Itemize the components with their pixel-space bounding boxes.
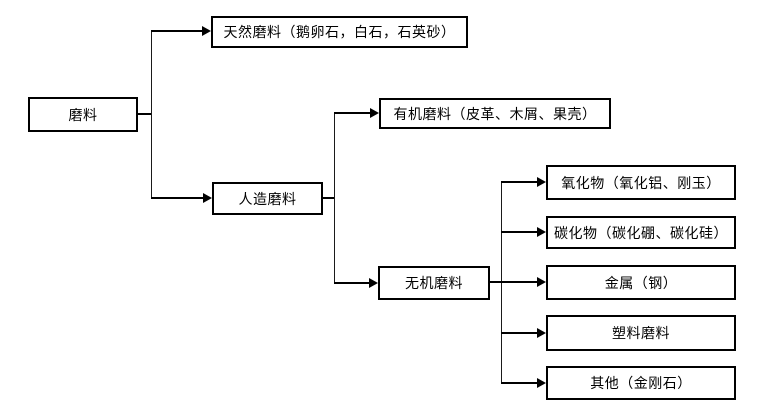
node-label: 塑料磨料 <box>612 327 670 342</box>
node-abrasive-root: 磨料 <box>28 97 138 132</box>
arrowhead-to-organic <box>370 108 379 118</box>
connector-to-inorganic-line <box>334 282 370 284</box>
connector-to-artificial-line <box>151 197 204 199</box>
node-label: 氧化物（氧化铝、刚玉） <box>561 176 721 192</box>
arrowhead-to-plastic <box>537 328 546 338</box>
node-label: 有机磨料（皮革、木屑、果壳） <box>393 107 597 123</box>
arrowhead-to-metal <box>537 277 546 287</box>
connector-to-other-line <box>501 382 538 384</box>
node-label: 无机磨料 <box>405 277 463 292</box>
node-label: 碳化物（碳化硼、碳化硅） <box>554 226 728 242</box>
node-other: 其他（金刚石） <box>546 366 736 400</box>
connector-to-metal-line <box>490 281 538 283</box>
node-label: 天然磨料（鹅卵石，白石，石英砂） <box>223 26 456 41</box>
connector-root-stub <box>138 113 152 115</box>
node-label: 金属（钢） <box>604 276 678 292</box>
node-label: 人造磨料 <box>238 192 297 208</box>
node-organic-abrasive: 有机磨料（皮革、木屑、果壳） <box>379 98 611 129</box>
arrowhead-to-other <box>537 378 546 388</box>
node-oxide: 氧化物（氧化铝、刚玉） <box>546 165 736 200</box>
connector-to-natural-line <box>151 30 203 32</box>
node-metal: 金属（钢） <box>546 265 736 300</box>
node-label: 磨料 <box>68 108 98 124</box>
arrowhead-to-carbide <box>537 227 546 237</box>
node-label: 其他（金刚石） <box>590 377 692 392</box>
arrowhead-to-artificial <box>203 193 212 203</box>
connector-root-vertical <box>151 31 152 198</box>
arrowhead-to-inorganic <box>369 278 378 288</box>
connector-to-organic-line <box>334 112 371 114</box>
connector-to-plastic-line <box>501 332 538 334</box>
connector-to-oxide-line <box>501 181 538 183</box>
node-carbide: 碳化物（碳化硼、碳化硅） <box>546 216 736 249</box>
node-artificial-abrasive: 人造磨料 <box>212 182 323 215</box>
node-plastic-abrasive: 塑料磨料 <box>546 315 736 351</box>
connector-to-carbide-line <box>501 231 538 233</box>
node-natural-abrasive: 天然磨料（鹅卵石，白石，石英砂） <box>211 16 468 48</box>
connector-artificial-vertical <box>334 114 335 283</box>
arrowhead-to-oxide <box>537 177 546 187</box>
arrowhead-to-natural <box>202 26 211 36</box>
node-inorganic-abrasive: 无机磨料 <box>378 266 490 300</box>
connector-artificial-stub <box>323 197 335 199</box>
